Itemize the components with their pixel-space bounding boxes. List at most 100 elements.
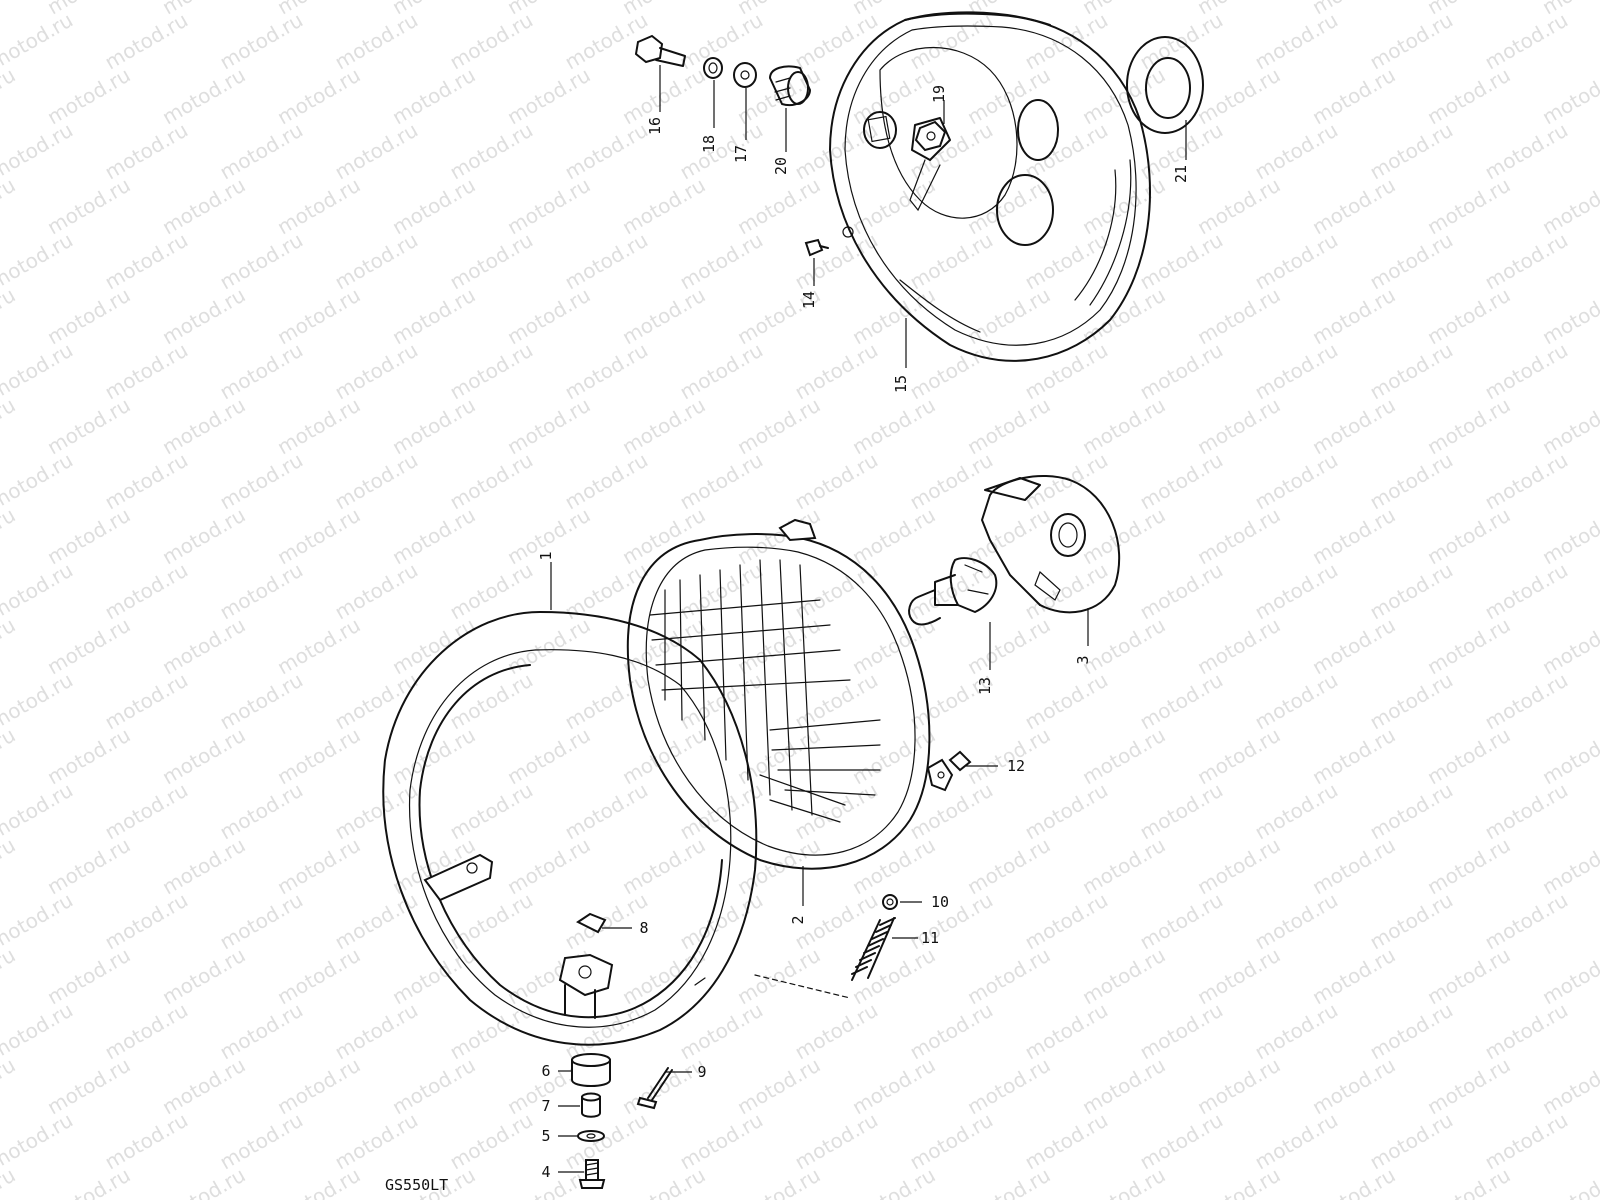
bulb-socket-part-3 [981,474,1121,614]
watermark-text: motod.ru [446,448,537,515]
watermark-text: motod.ru [906,998,997,1065]
watermark-text: motod.ru [0,613,19,680]
watermark-text: motod.ru [1021,668,1112,735]
watermark-text: motod.ru [0,393,19,460]
watermark-text: motod.ru [1308,173,1399,240]
watermark-text: motod.ru [216,778,307,845]
cushion-part-6 [571,1053,611,1087]
watermark-text: motod.ru [0,778,77,845]
watermark-text: motod.ru [848,173,939,240]
watermark-text: motod.ru [963,723,1054,790]
watermark-text: motod.ru [503,613,594,680]
watermark-text: motod.ru [963,1163,1054,1200]
watermark-text: motod.ru [1251,338,1342,405]
watermark-text: motod.ru [331,8,422,75]
watermark-text: motod.ru [1308,613,1399,680]
watermark-text: motod.ru [1078,833,1169,900]
watermark-text: motod.ru [273,173,364,240]
watermark-text: motod.ru [216,118,307,185]
watermark-text: motod.ru [446,778,537,845]
watermark-text: motod.ru [1136,338,1227,405]
watermark-text: motod.ru [101,998,192,1065]
watermark-text: motod.ru [0,998,77,1065]
screw-part-14 [804,238,829,257]
watermark-text: motod.ru [1423,173,1514,240]
watermark-text: motod.ru [1078,283,1169,350]
diagram-code: GS550LT [385,1176,448,1194]
callout-7: 7 [541,1097,550,1115]
leader-lines [550,65,1187,1173]
watermark-text: motod.ru [158,943,249,1010]
watermark-text: motod.ru [273,833,364,900]
watermark-text: motod.ru [216,668,307,735]
watermark-text: motod.ru [561,118,652,185]
watermark-text: motod.ru [1251,1108,1342,1175]
watermark-text: motod.ru [1308,943,1399,1010]
watermark-text: motod.ru [1251,778,1342,845]
watermark-text: motod.ru [848,833,939,900]
watermark-text: motod.ru [1136,888,1227,955]
callout-20: 20 [772,157,790,175]
watermark-text: motod.ru [331,338,422,405]
watermark-text: motod.ru [1481,888,1572,955]
watermark-text: motod.ru [101,888,192,955]
watermark-text: motod.ru [1596,228,1600,295]
watermark-text: motod.ru [1366,448,1457,515]
watermark-text: motod.ru [446,888,537,955]
watermark-text: motod.ru [676,1108,767,1175]
watermark-text: motod.ru [848,503,939,570]
headlight-bulb-part-13 [908,557,998,626]
watermark-text: motod.ru [618,393,709,460]
watermark-text: motod.ru [1136,448,1227,515]
watermark-text: motod.ru [676,448,767,515]
watermark-text: motod.ru [0,833,19,900]
watermark-text: motod.ru [1136,998,1227,1065]
watermark-text: motod.ru [331,448,422,515]
watermark-text: motod.ru [1481,448,1572,515]
watermark-text: motod.ru [1423,613,1514,680]
watermark-text: motod.ru [676,998,767,1065]
watermark-text: motod.ru [0,118,77,185]
watermark-text: motod.ru [446,558,537,625]
watermark-text: motod.ru [1136,558,1227,625]
washer-part-5 [577,1130,605,1142]
callout-1: 1 [537,551,555,560]
watermark-text: motod.ru [331,118,422,185]
watermark-text: motod.ru [1538,283,1600,350]
watermark-text: motod.ru [1538,943,1600,1010]
watermark-text: motod.ru [1078,723,1169,790]
watermark-text: motod.ru [1193,173,1284,240]
nut-part-19 [914,120,947,152]
watermark-text: motod.ru [1078,943,1169,1010]
watermark-text: motod.ru [906,1108,997,1175]
watermark-text: motod.ru [158,283,249,350]
watermark-text: motod.ru [1021,8,1112,75]
watermark-text: motod.ru [1251,448,1342,515]
watermark-text: motod.ru [1366,338,1457,405]
watermark-text: motod.ru [43,503,134,570]
watermark-text: motod.ru [1596,558,1600,625]
watermark-text: motod.ru [561,888,652,955]
watermark-text: motod.ru [1193,63,1284,130]
watermark-text: motod.ru [1078,613,1169,680]
watermark-text: motod.ru [388,943,479,1010]
watermark-text: motod.ru [43,833,134,900]
watermark-text: motod.ru [503,723,594,790]
watermark-text: motod.ru [43,393,134,460]
watermark-text: motod.ru [1308,393,1399,460]
watermark-text: motod.ru [158,1053,249,1120]
watermark-text: motod.ru [1078,503,1169,570]
callout-3: 3 [1074,655,1092,664]
watermark-text: motod.ru [0,943,19,1010]
watermark-text: motod.ru [273,393,364,460]
watermark-text: motod.ru [1481,1108,1572,1175]
watermark-text: motod.ru [1193,393,1284,460]
watermark-text: motod.ru [791,1108,882,1175]
watermark-text: motod.ru [618,613,709,680]
watermark-text: motod.ru [101,778,192,845]
callout-11: 11 [921,929,939,947]
watermark-text: motod.ru [0,888,77,955]
watermark-text: motod.ru [331,888,422,955]
watermark-text: motod.ru [963,393,1054,460]
